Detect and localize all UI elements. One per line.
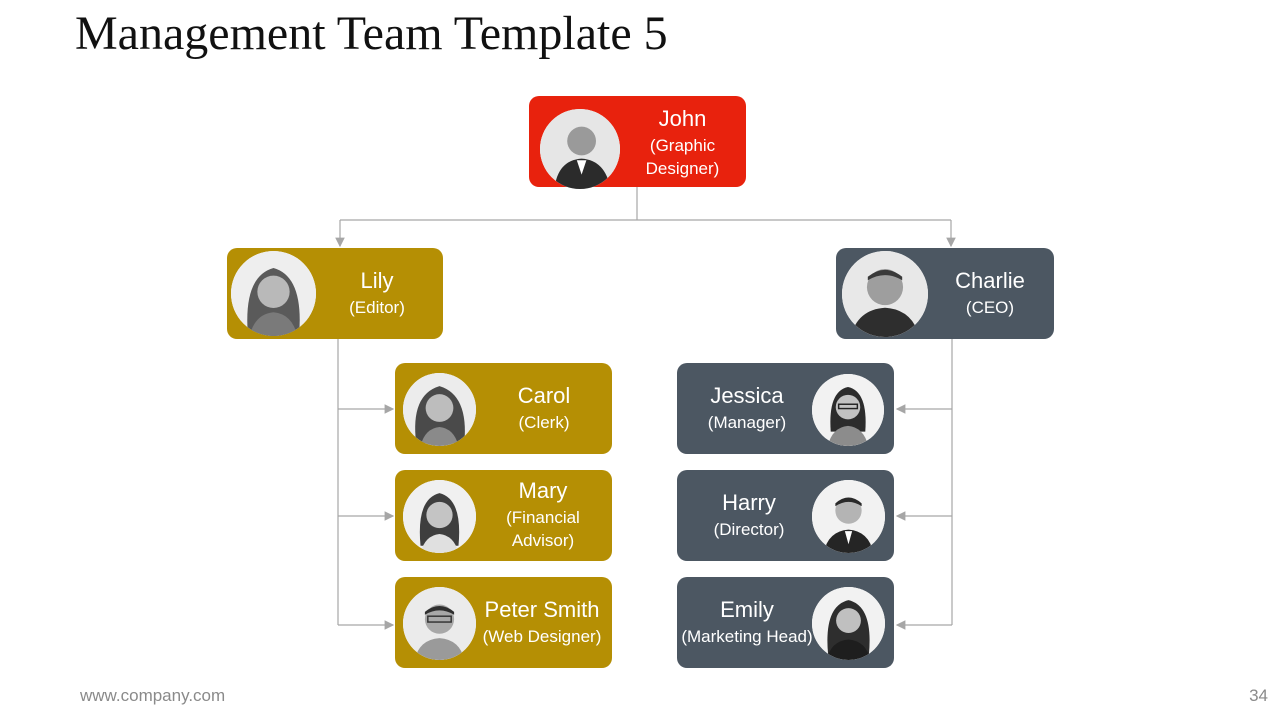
jessica-name: Jessica bbox=[710, 383, 784, 408]
card-harry[interactable]: Harry (Director) bbox=[677, 470, 894, 561]
card-charlie[interactable]: Charlie (CEO) bbox=[836, 248, 1054, 339]
peter-smith-name: Peter Smith bbox=[484, 597, 600, 622]
charlie-name: Charlie bbox=[955, 268, 1025, 293]
footer-url: www.company.com bbox=[80, 686, 226, 705]
card-peter-smith[interactable]: Peter Smith (Web Designer) bbox=[395, 577, 612, 668]
card-lily[interactable]: Lily (Editor) bbox=[227, 248, 443, 339]
mary-avatar bbox=[403, 480, 476, 553]
john-name: John bbox=[658, 106, 707, 131]
harry-role: (Director) bbox=[713, 520, 785, 539]
lily-name: Lily bbox=[360, 268, 394, 293]
carol-avatar bbox=[403, 373, 476, 446]
card-carol[interactable]: Carol (Clerk) bbox=[395, 363, 612, 454]
harry-name: Harry bbox=[722, 490, 776, 515]
john-avatar bbox=[540, 109, 620, 189]
card-jessica[interactable]: Jessica (Manager) bbox=[677, 363, 894, 454]
charlie-role: (CEO) bbox=[965, 298, 1015, 317]
page-number: 34 bbox=[1249, 686, 1268, 705]
card-emily[interactable]: Emily (Marketing Head) bbox=[677, 577, 894, 668]
mary-name: Mary bbox=[518, 478, 568, 503]
harry-avatar bbox=[812, 480, 885, 553]
jessica-avatar bbox=[812, 374, 884, 446]
charlie-avatar bbox=[842, 251, 928, 337]
carol-role: (Clerk) bbox=[518, 413, 570, 432]
slide-title: Management Team Template 5 bbox=[75, 7, 668, 60]
lily-role: (Editor) bbox=[349, 298, 405, 317]
emily-name: Emily bbox=[720, 597, 774, 622]
emily-role: (Marketing Head) bbox=[681, 627, 813, 646]
peter-smith-avatar bbox=[403, 587, 476, 660]
lily-avatar bbox=[231, 251, 316, 336]
carol-name: Carol bbox=[517, 383, 571, 408]
jessica-role: (Manager) bbox=[707, 413, 787, 432]
emily-avatar bbox=[812, 587, 885, 660]
peter-smith-role: (Web Designer) bbox=[482, 627, 602, 646]
